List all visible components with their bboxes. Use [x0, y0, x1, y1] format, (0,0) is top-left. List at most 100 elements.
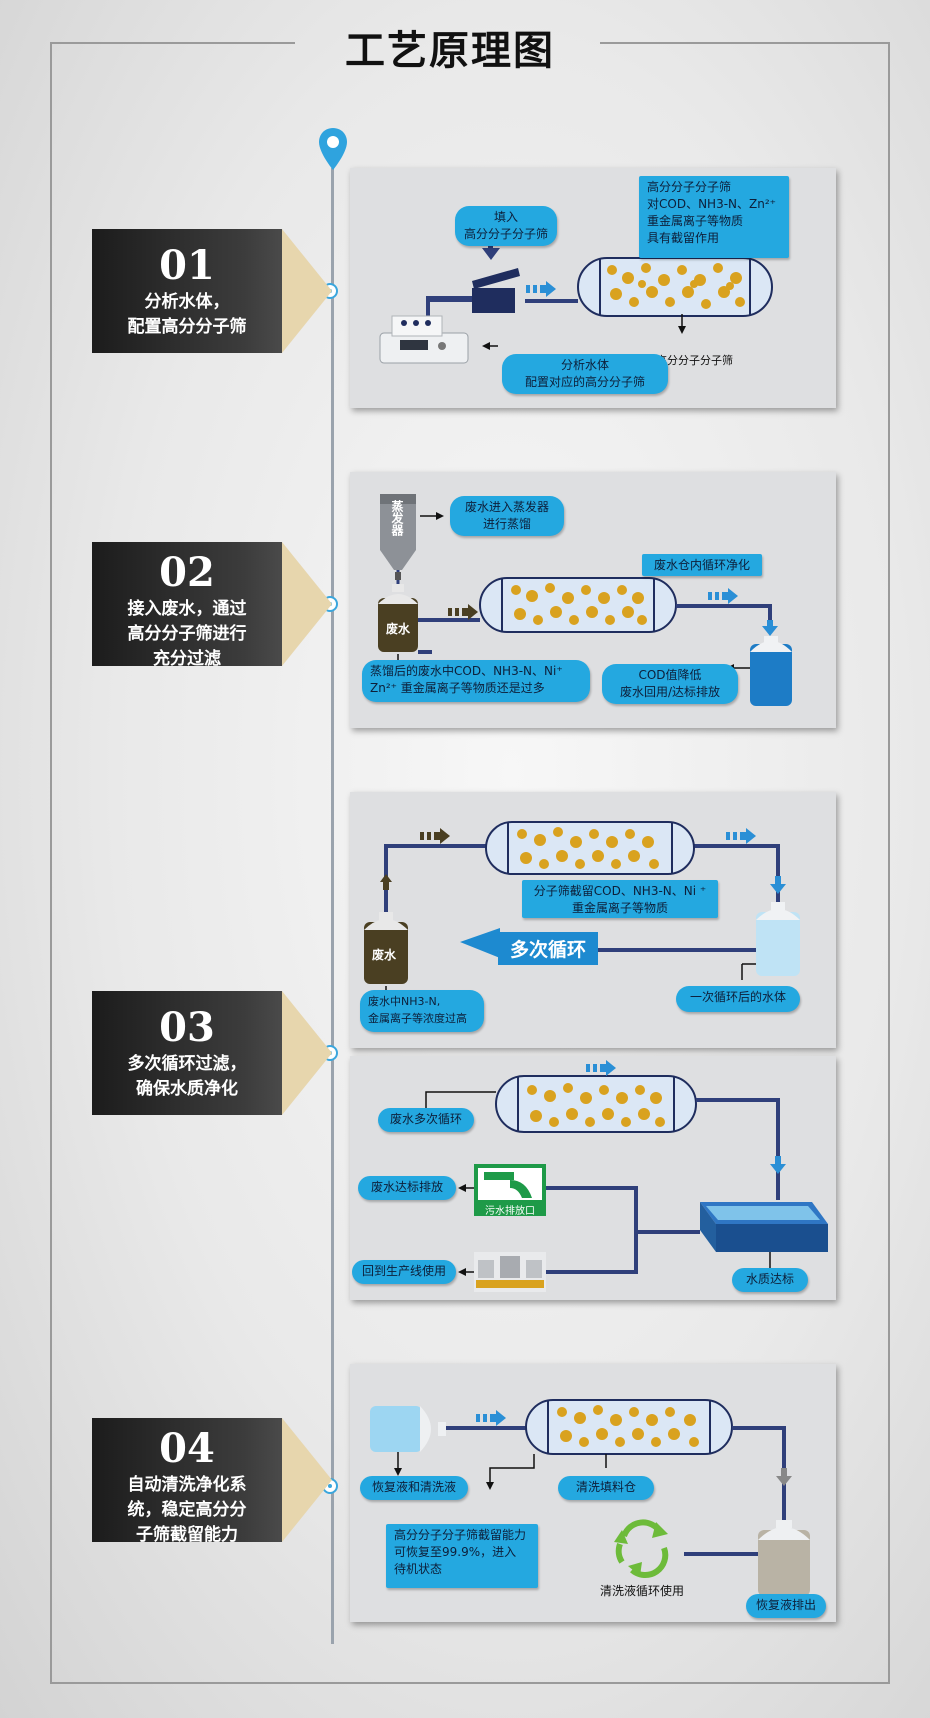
panel-01-drawing — [379, 241, 773, 364]
bubble-line: 金属离子等浓度过高 — [368, 1012, 467, 1025]
waste-tank-icon — [364, 912, 408, 984]
clean-bin-bubble: 清洗填料仓 — [558, 1476, 654, 1500]
evaporator-label: 蒸发器 — [390, 500, 404, 536]
drain-bubble: 恢复液排出 — [746, 1594, 826, 1618]
fill-sieve-bubble: 填入 高分分子分子筛 — [455, 206, 557, 246]
bubble-line: 进行蒸馏 — [482, 517, 531, 531]
step-01-pointer — [282, 229, 332, 353]
step-desc-line: 子筛截留能力 — [136, 1525, 238, 1545]
bubble-line: 废水进入蒸发器 — [464, 500, 549, 514]
high-concentration-bubble: 废水中NH3-N, 金属离子等浓度过高 — [360, 990, 484, 1032]
water-pool-icon — [700, 1202, 828, 1252]
result-bubble: COD值降低 废水回用/达标排放 — [602, 664, 738, 704]
down-arrow-icon — [770, 1156, 786, 1174]
step-desc-line: 接入废水，通过 — [127, 599, 247, 619]
step-desc-line: 统，稳定高分分 — [127, 1500, 247, 1520]
location-pin-icon — [319, 128, 347, 170]
panel-01: 填入 高分分子分子筛 高分分子分子筛 对COD、NH3-N、Zn²⁺ 重金属离子… — [350, 168, 836, 408]
bubble-line: 重金属离子等物质 — [647, 214, 744, 228]
bubble-line: 填入 — [493, 210, 518, 224]
bubble-line: 配置对应的高分分子筛 — [524, 375, 645, 389]
bubble-line: 重金属离子等物质 — [571, 901, 668, 915]
down-arrow-icon — [762, 620, 778, 636]
evaporator-bubble: 废水进入蒸发器 进行蒸馏 — [450, 496, 564, 536]
bubble-line: 蒸馏后的废水中COD、NH3-N、Ni⁺ — [370, 664, 563, 678]
step-number: 01 — [159, 242, 215, 289]
bubble-line: 高分分子分子筛 — [463, 227, 548, 241]
step-04-pointer — [282, 1418, 332, 1542]
panel-03a-drawing — [364, 821, 800, 998]
retain-bubble: 分子筛截留COD、NH3-N、Ni ⁺ 重金属离子等物质 — [522, 880, 718, 918]
step-desc-line: 多次循环过滤， — [127, 1054, 247, 1074]
down-arrow-icon — [482, 241, 500, 260]
step-desc-line: 配置高分分子筛 — [127, 317, 247, 337]
step-04-card: 04 自动清洗净化系 统，稳定高分分 子筛截留能力 — [92, 1418, 282, 1545]
frame-top-right-rule — [600, 42, 888, 44]
flow-arrow-icon — [708, 588, 738, 604]
step-number: 04 — [159, 1425, 215, 1472]
step-number: 03 — [159, 1004, 215, 1051]
waste-tank-icon — [378, 584, 418, 652]
loop-arrow-icon — [460, 928, 500, 958]
flow-arrow-icon — [476, 1410, 506, 1426]
reuse-bubble: 回到生产线使用 — [352, 1260, 456, 1284]
panel-04: 恢复液和清洗液 清洗填料仓 高分分子分子筛截留能力 可恢复至99.9%，进入 待… — [350, 1364, 836, 1622]
recycle-label: 清洗液循环使用 — [600, 1584, 685, 1598]
panel-03a: 废水 分子筛截留COD、NH3-N、Ni ⁺ 重金属离子等物质 多次循环 废水中… — [350, 792, 836, 1048]
analyze-bubble: 分析水体 配置对应的高分分子筛 — [502, 354, 668, 394]
clear-tank-icon — [756, 902, 800, 976]
bubble-line: 高分分子分子筛 — [647, 180, 732, 194]
step-number: 02 — [159, 549, 215, 596]
waste-tank-label: 废水 — [372, 948, 397, 962]
sieve-info-bubble: 高分分子分子筛 对COD、NH3-N、Zn²⁺ 重金属离子等物质 具有截留作用 — [639, 176, 789, 258]
bubble-line: 高分分子分子筛截留能力 — [394, 1528, 527, 1542]
down-arrow-icon — [770, 876, 786, 894]
step-03-pointer — [282, 991, 332, 1115]
timeline — [331, 168, 334, 1644]
panel-02-drawing — [378, 494, 792, 706]
cycle-bubble: 废水仓内循环净化 — [642, 554, 762, 576]
step-02-pointer — [282, 542, 332, 666]
flow-arrow-icon — [586, 1060, 616, 1076]
bubble-line: 待机状态 — [394, 1562, 443, 1576]
down-arrow-icon — [776, 1468, 792, 1486]
restore-bubble: 恢复液和清洗液 — [360, 1476, 468, 1500]
flow-arrow-icon — [448, 604, 478, 620]
discharge-bubble: 废水达标排放 — [358, 1176, 456, 1200]
analyzer-device-icon — [379, 315, 469, 364]
after-cycle-bubble: 一次循环后的水体 — [676, 986, 800, 1012]
step-desc-line: 分析水体， — [144, 292, 230, 312]
step-02-card: 02 接入废水，通过 高分分子筛进行 充分过滤 — [92, 542, 282, 669]
bubble-line: Zn²⁺ 重金属离子等物质还是过多 — [370, 681, 545, 695]
bubble-line: 废水回用/达标排放 — [619, 685, 721, 699]
page-title: 工艺原理图 — [345, 28, 555, 74]
bubble-line: COD值降低 — [638, 668, 702, 682]
restore-tank-icon — [370, 1406, 446, 1452]
waste-tank-label: 废水 — [386, 622, 411, 636]
outer-frame — [50, 42, 890, 1684]
bubble-line: 对COD、NH3-N、Zn²⁺ — [647, 197, 776, 211]
bubble-line: 分析水体 — [560, 358, 609, 372]
outlet-sign: 污水排放口 — [476, 1202, 544, 1217]
sieve-label: 高分分子分子筛 — [656, 354, 733, 367]
bubble-line: 可恢复至99.9%，进入 — [394, 1545, 517, 1559]
clean-tank-icon — [750, 636, 792, 706]
capacity-bubble: 高分分子分子筛截留能力 可恢复至99.9%，进入 待机状态 — [386, 1524, 538, 1588]
flow-arrow-icon — [526, 281, 556, 297]
step-03-card: 03 多次循环过滤， 确保水质净化 — [92, 991, 282, 1115]
production-line-icon — [474, 1252, 546, 1292]
residual-bubble: 蒸馏后的废水中COD、NH3-N、Ni⁺ Zn²⁺ 重金属离子等物质还是过多 — [362, 660, 590, 702]
frame-top-left-rule — [50, 42, 295, 44]
hopper-icon — [472, 268, 520, 313]
step-desc-line: 自动清洗净化系 — [127, 1475, 247, 1495]
panel-04-drawing — [370, 1399, 810, 1596]
step-desc-line: 高分分子筛进行 — [127, 624, 247, 644]
flow-arrow-icon — [726, 828, 756, 844]
panel-02: 蒸发器 废水 废水进入蒸发器 进行蒸馏 废水仓内循环净化 蒸馏后的废水中COD、… — [350, 472, 836, 728]
flow-arrow-icon — [420, 828, 450, 844]
panel-03b: 污水排放口 废水多次循环 废水达标排放 回到生产线使用 水质达标 — [350, 1056, 836, 1300]
drain-tank-icon — [758, 1520, 810, 1596]
step-01-card: 01 分析水体， 配置高分分子筛 — [92, 229, 282, 353]
multi-cycle-tag: 多次循环 — [498, 932, 599, 965]
bubble-line: 分子筛截留COD、NH3-N、Ni ⁺ — [533, 884, 707, 898]
